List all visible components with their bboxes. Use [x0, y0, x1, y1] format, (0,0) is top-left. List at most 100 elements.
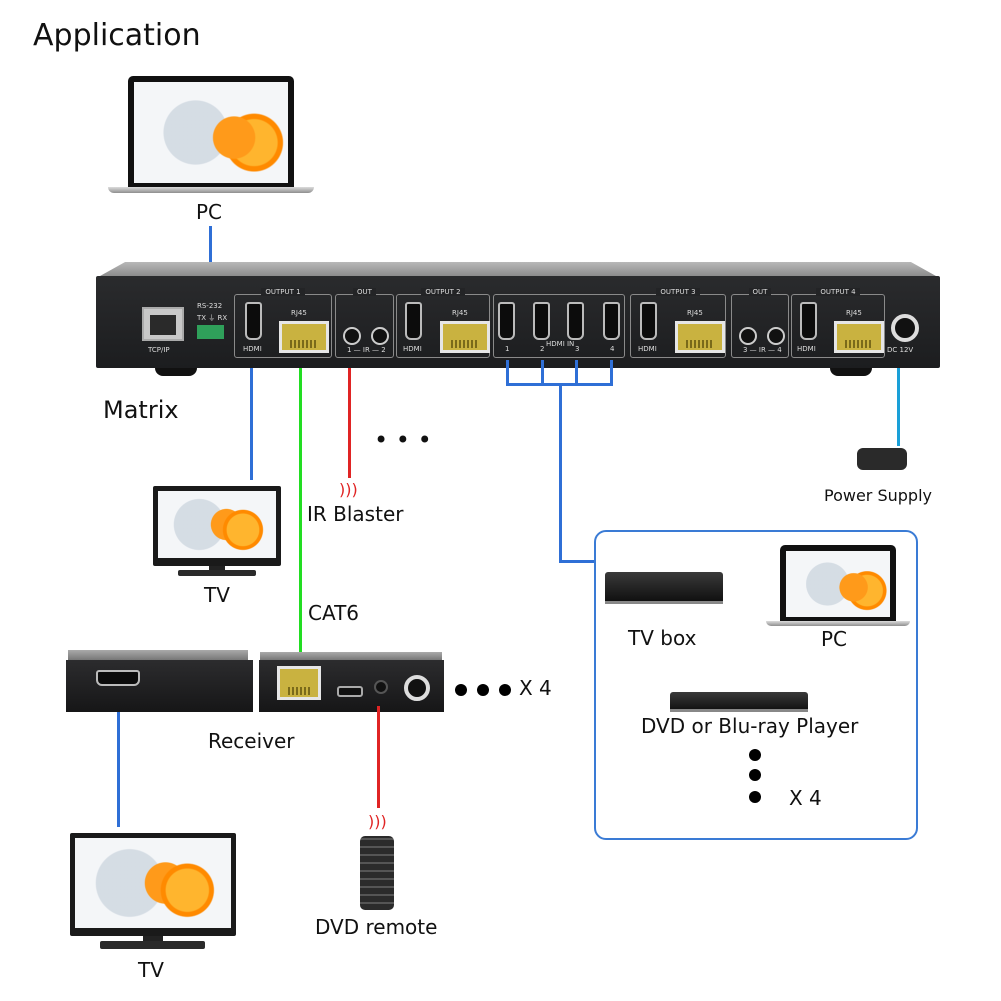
- hdmi-in-1-label: 1: [505, 345, 510, 353]
- receiver-right-top: [260, 652, 442, 660]
- output1-label: OUTPUT 1: [261, 288, 305, 296]
- matrix-foot-right: [830, 368, 872, 376]
- hdmi-in-group: [493, 294, 625, 358]
- output4-rj45-port: [834, 321, 884, 353]
- sources-dot-1: [749, 749, 761, 761]
- receiver-rj45-port: [277, 666, 321, 700]
- hdmi-in-4-line: [610, 360, 613, 386]
- tv-mid-label: TV: [204, 583, 230, 607]
- ir-out-12-group: OUT: [335, 288, 394, 358]
- pc-laptop-image: [108, 76, 314, 194]
- sources-feed-line: [559, 560, 596, 563]
- hdmi-in-4-port: [603, 302, 620, 340]
- output1-rj45-label: RJ45: [291, 309, 307, 317]
- output3-hdmi-label: HDMI: [638, 345, 657, 353]
- receiver-usb-port: [337, 686, 363, 697]
- dvd-remote-label: DVD remote: [315, 915, 438, 939]
- receiver-hdmi-line: [117, 712, 120, 827]
- dc-label: DC 12V: [887, 346, 914, 354]
- ir-blaster-label: IR Blaster: [307, 502, 404, 526]
- ir-out-34-label: OUT: [748, 288, 772, 296]
- matrix-foot-left: [155, 368, 197, 376]
- rs232-pins-label: TX ⏚ RX: [197, 314, 228, 322]
- hdmi-in-2-label: 2: [540, 345, 545, 353]
- receiver-dc-jack: [404, 675, 430, 701]
- ir-jack-3: [739, 327, 757, 345]
- output1-rj45-port: [279, 321, 329, 353]
- tcp-ip-port: [142, 307, 184, 341]
- hdmi-in-4-label: 4: [610, 345, 615, 353]
- source-pc-label: PC: [821, 627, 848, 651]
- receiver-label: Receiver: [208, 729, 295, 753]
- output3-rj45-label: RJ45: [687, 309, 703, 317]
- receiver-ir-jack: [374, 680, 388, 694]
- ir-jack-2: [371, 327, 389, 345]
- ir-out-12-label: OUT: [353, 288, 376, 296]
- sources-group: [594, 530, 918, 840]
- dvd-player-image: [670, 692, 808, 712]
- output2-hdmi-label: HDMI: [403, 345, 422, 353]
- sources-trunk-line: [559, 383, 562, 563]
- receiver-dot-3: [499, 684, 511, 696]
- receiver-hdmi-side: [66, 660, 253, 712]
- output1-group: OUTPUT 1: [234, 288, 332, 358]
- dvd-remote-image: [360, 836, 394, 910]
- ir-jack-1: [343, 327, 361, 345]
- output4-group: OUTPUT 4: [791, 288, 885, 358]
- hdmi-out1-line: [250, 368, 253, 480]
- output3-label: OUTPUT 3: [656, 288, 700, 296]
- power-supply-image: [857, 448, 907, 470]
- sources-dot-2: [749, 769, 761, 781]
- tv-bottom-label: TV: [138, 958, 164, 982]
- ir-jack-4: [767, 327, 785, 345]
- hdmi-in-2-line: [541, 360, 544, 386]
- dc-power-jack: [891, 314, 919, 342]
- hdmi-in-1-line: [506, 360, 509, 386]
- output3-group: OUTPUT 3: [630, 288, 726, 358]
- page-title: Application: [33, 18, 201, 53]
- hdmi-in-3-port: [567, 302, 584, 340]
- receiver-multiplier: X 4: [519, 676, 552, 700]
- source-dvd-label: DVD or Blu-ray Player: [641, 714, 859, 738]
- matrix-chassis-top: [100, 262, 936, 276]
- source-tv-box-label: TV box: [628, 626, 697, 650]
- ir-blaster-line: [348, 368, 351, 478]
- receiver-dot-1: [455, 684, 467, 696]
- matrix-label: Matrix: [103, 396, 179, 424]
- receiver-dot-2: [477, 684, 489, 696]
- ir34-label: 3 — IR — 4: [743, 346, 782, 354]
- output1-hdmi-label: HDMI: [243, 345, 262, 353]
- cat6-label: CAT6: [308, 601, 360, 625]
- source-pc-image: [766, 545, 910, 627]
- matrix-switcher: [96, 276, 940, 368]
- receiver-left-top: [68, 650, 248, 660]
- output3-rj45-port: [675, 321, 725, 353]
- power-supply-label: Power Supply: [824, 486, 932, 505]
- sources-multiplier: X 4: [789, 786, 822, 810]
- receiver-ir-line: [377, 706, 380, 808]
- tcp-ip-label: TCP/IP: [148, 346, 170, 354]
- output4-hdmi-port: [800, 302, 817, 340]
- output4-label: OUTPUT 4: [816, 288, 860, 296]
- output4-hdmi-label: HDMI: [797, 345, 816, 353]
- pc-label: PC: [196, 200, 223, 224]
- output4-rj45-label: RJ45: [846, 309, 862, 317]
- hdmi-in-3-line: [575, 360, 578, 386]
- sources-dot-3: [749, 791, 761, 803]
- output2-label: OUTPUT 2: [421, 288, 465, 296]
- output3-hdmi-port: [640, 302, 657, 340]
- ir-out-34-group: OUT: [731, 288, 789, 358]
- power-line: [897, 368, 900, 446]
- receiver-hdmi-port: [96, 670, 140, 686]
- remote-ir-signal-icon: ))): [368, 812, 387, 831]
- hdmi-in-label: HDMI IN: [546, 340, 575, 348]
- rs232-terminal: [197, 325, 224, 339]
- rs232-label: RS-232: [197, 302, 223, 310]
- hdmi-in-1-port: [498, 302, 515, 340]
- output2-rj45-label: RJ45: [452, 309, 468, 317]
- tv-box-image: [605, 572, 723, 604]
- hdmi-in-3-label: 3: [575, 345, 580, 353]
- hdmi-in-2-port: [533, 302, 550, 340]
- tv-bottom-image: [70, 833, 236, 951]
- ir12-label: 1 — IR — 2: [347, 346, 386, 354]
